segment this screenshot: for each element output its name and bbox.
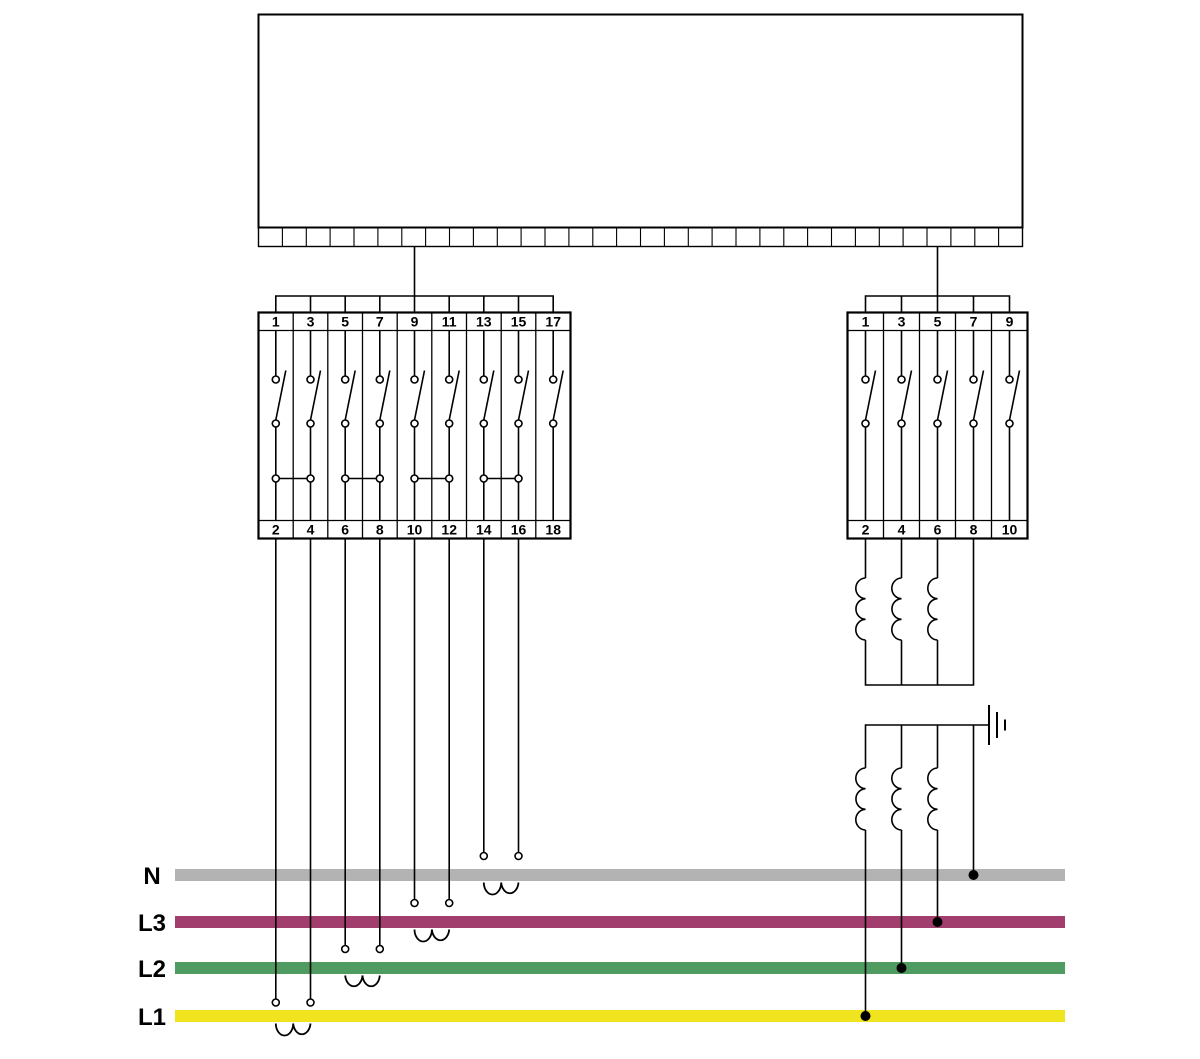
terminal-number: 13 bbox=[476, 314, 492, 330]
left-bus-bridge bbox=[275, 246, 554, 313]
transformer-coil bbox=[855, 767, 867, 831]
disconnect-switch bbox=[514, 329, 530, 522]
bus-bar-l2 bbox=[175, 962, 1065, 974]
terminal-number: 1 bbox=[862, 314, 870, 330]
ct-wires bbox=[275, 538, 520, 999]
terminal-number: 9 bbox=[1006, 314, 1014, 330]
terminal-number: 6 bbox=[934, 522, 942, 538]
right-vt-wiring bbox=[855, 538, 1006, 1021]
bus-label-l3: L3 bbox=[138, 910, 166, 937]
bus-bar-n bbox=[175, 869, 1065, 881]
disconnect-switch bbox=[410, 329, 426, 522]
terminal-number: 10 bbox=[407, 522, 423, 538]
disconnect-switch bbox=[861, 329, 877, 522]
terminal-number: 8 bbox=[970, 522, 978, 538]
terminal-number: 3 bbox=[307, 314, 315, 330]
disconnect-switch bbox=[375, 329, 391, 522]
bus-label-l1: L1 bbox=[138, 1004, 166, 1031]
vt-secondary-wires bbox=[864, 538, 975, 686]
right-bus-bridge bbox=[864, 246, 1011, 313]
bus-label-n: N bbox=[143, 863, 160, 890]
vt-primary-wires bbox=[864, 724, 989, 1016]
terminal-number: 2 bbox=[272, 522, 280, 538]
disconnect-switch bbox=[969, 329, 985, 522]
device-terminal-strip-dividers bbox=[281, 227, 1000, 247]
terminal-number: 16 bbox=[511, 522, 527, 538]
disconnect-switch bbox=[444, 329, 461, 522]
right-terminal-block: 1 3 5 7 9 2 4 6 8 10 bbox=[846, 311, 1029, 540]
disconnect-switch bbox=[897, 329, 913, 522]
wire-terminal bbox=[306, 998, 315, 1007]
transformer-coil bbox=[927, 577, 939, 641]
terminal-number: 11 bbox=[442, 314, 457, 330]
terminal-number: 8 bbox=[376, 522, 384, 538]
device-outline bbox=[257, 13, 1024, 229]
disconnect-switch bbox=[340, 329, 357, 522]
terminal-number: 4 bbox=[307, 522, 315, 538]
terminal-number: 7 bbox=[970, 314, 978, 330]
disconnect-switch bbox=[1005, 329, 1021, 522]
terminal-number: 5 bbox=[934, 314, 942, 330]
transformer-coil bbox=[891, 577, 903, 641]
transformer-coil bbox=[855, 577, 867, 641]
junction-dot-l3 bbox=[932, 917, 943, 927]
wire-terminal bbox=[410, 898, 419, 908]
ct-winding-l1 bbox=[274, 1023, 312, 1037]
ct-winding-n bbox=[482, 882, 520, 896]
left-terminal-block: 1 3 5 7 9 11 13 15 17 2 4 6 8 10 12 14 1… bbox=[257, 311, 572, 540]
wire-terminal bbox=[514, 851, 523, 861]
bus-bar-l3 bbox=[175, 916, 1065, 928]
terminal-number: 15 bbox=[511, 314, 527, 330]
terminal-number: 10 bbox=[1002, 522, 1018, 538]
ground-icon bbox=[988, 705, 1006, 745]
terminal-number: 1 bbox=[272, 314, 280, 330]
junction-dot-n bbox=[968, 870, 979, 880]
bus-bar-l1 bbox=[175, 1010, 1065, 1022]
disconnect-switch bbox=[271, 329, 287, 522]
terminal-number: 2 bbox=[862, 522, 870, 538]
junction-dot-l1 bbox=[860, 1011, 871, 1021]
bus-bars: N L3 L2 L1 bbox=[138, 863, 1065, 1031]
disconnect-switch bbox=[933, 329, 949, 522]
bus-label-l2: L2 bbox=[138, 956, 166, 983]
terminal-number: 6 bbox=[341, 522, 349, 538]
terminal-number: 3 bbox=[898, 314, 906, 330]
wire-terminal bbox=[444, 898, 454, 908]
terminal-number: 9 bbox=[411, 314, 419, 330]
device-box bbox=[257, 13, 1024, 248]
ct-winding-l3 bbox=[413, 929, 451, 943]
terminal-number: 18 bbox=[545, 522, 561, 538]
wire-terminal bbox=[340, 944, 350, 954]
terminal-number: 17 bbox=[545, 314, 561, 330]
wire-terminal bbox=[479, 851, 489, 861]
terminal-number: 12 bbox=[441, 522, 457, 538]
ct-winding-l2 bbox=[344, 975, 381, 988]
disconnect-switch bbox=[479, 329, 495, 522]
disconnect-switch bbox=[548, 329, 565, 522]
transformer-coil bbox=[927, 767, 939, 831]
wire-terminal bbox=[375, 944, 385, 954]
disconnect-switch bbox=[306, 329, 322, 522]
terminal-number: 4 bbox=[898, 522, 906, 538]
terminal-number: 5 bbox=[341, 314, 349, 330]
terminal-number: 7 bbox=[376, 314, 384, 330]
transformer-coil bbox=[891, 767, 903, 831]
terminal-number: 14 bbox=[476, 522, 492, 538]
junction-dot-l2 bbox=[896, 963, 907, 973]
left-ct-wiring bbox=[271, 538, 523, 1037]
jumper-links bbox=[271, 474, 523, 483]
wire-terminal bbox=[271, 998, 281, 1007]
